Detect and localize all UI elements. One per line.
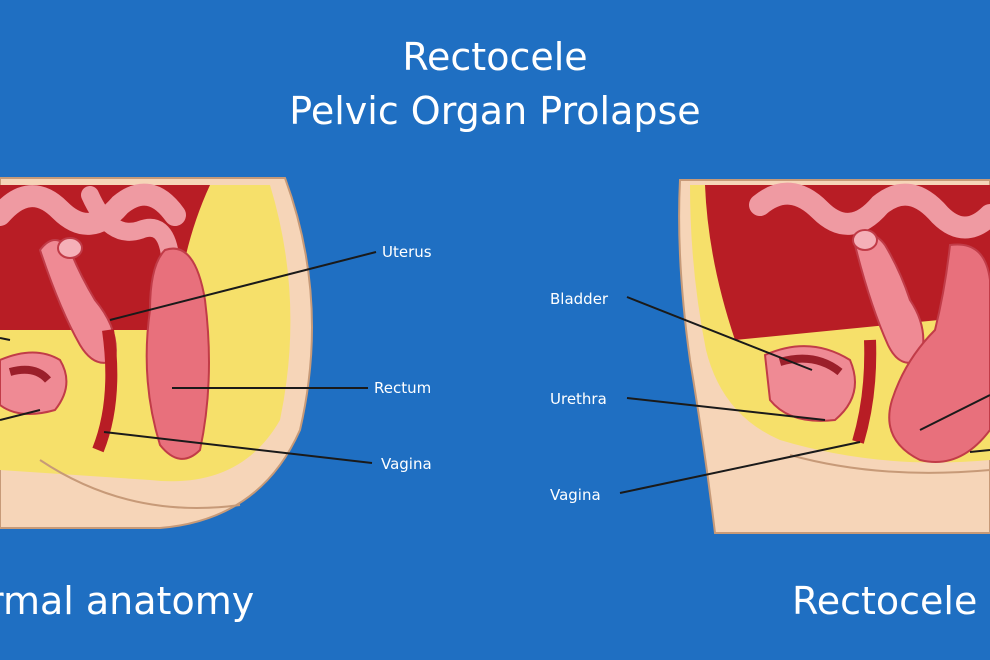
label-uterus: Uterus <box>382 243 432 261</box>
caption-normal-anatomy: rmal anatomy <box>0 579 255 623</box>
title-line-1: Rectocele <box>402 35 588 79</box>
label-rectum: Rectum <box>374 379 432 397</box>
label-bladder: Bladder <box>550 290 609 308</box>
label-vagina-right: Vagina <box>550 486 601 504</box>
rectocele-illustration <box>619 179 990 534</box>
label-urethra: Urethra <box>550 390 607 408</box>
caption-rectocele: Rectocele <box>792 579 978 623</box>
normal-anatomy-illustration <box>0 177 377 529</box>
title-line-2: Pelvic Organ Prolapse <box>289 89 701 133</box>
label-vagina-left: Vagina <box>381 455 432 473</box>
